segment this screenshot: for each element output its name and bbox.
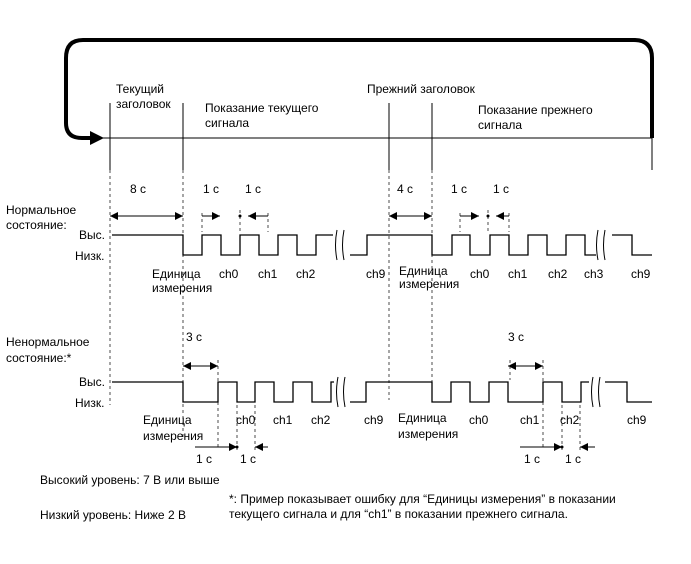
abnormal-state-label-1: Ненормальное	[6, 335, 90, 349]
abnormal-low-label: Низк.	[75, 396, 105, 410]
normal-low-label: Низк.	[75, 249, 105, 263]
current-reading-label-1: Показание текущего	[205, 101, 319, 115]
normal-unit-label-2: измерения	[152, 281, 213, 295]
normal-waveform	[112, 234, 652, 256]
abnormal-ch0-label: ch0	[236, 413, 256, 427]
normal-ch1-label: ch1	[258, 267, 278, 281]
abnormal-1s-label-c: 1 с	[524, 452, 541, 466]
normal-8s-label: 8 с	[130, 182, 147, 196]
abnormal-ch2-label: ch2	[311, 413, 331, 427]
cycle-loop-arrowhead	[90, 131, 104, 145]
abnormal-unit-label-1: Единица	[143, 413, 192, 427]
current-reading-label-2: сигнала	[205, 116, 250, 130]
abnormal-prev-ch9-label: ch9	[627, 413, 647, 427]
normal-unit-label-4: измерения	[399, 277, 460, 291]
break-marks	[335, 229, 606, 408]
abnormal-ch9-label: ch9	[364, 413, 384, 427]
normal-4s-label: 4 с	[397, 182, 414, 196]
normal-state-label-2: состояние:	[6, 218, 67, 232]
dimension-arrows	[110, 212, 595, 451]
abnormal-unit-label-4: измерения	[398, 427, 459, 441]
normal-prev-ch1-label: ch1	[508, 267, 528, 281]
abnormal-unit-label-3: Единица	[398, 411, 447, 425]
abnormal-1s-label-d: 1 с	[565, 452, 582, 466]
normal-prev-ch9-label: ch9	[631, 267, 651, 281]
normal-1s-label-b: 1 с	[245, 182, 262, 196]
normal-state-label-1: Нормальное	[6, 203, 77, 217]
abnormal-high-label: Выс.	[79, 375, 105, 389]
normal-prev-ch3-label: ch3	[584, 267, 604, 281]
abnormal-3s-label-b: 3 с	[508, 330, 525, 344]
high-level-legend: Высокий уровень: 7 В или выше	[40, 473, 220, 487]
normal-high-label: Выс.	[79, 228, 105, 242]
abnormal-prev-ch2-label: ch2	[560, 413, 580, 427]
normal-prev-ch2-label: ch2	[548, 267, 568, 281]
footnote: *: Пример показывает ошибку для “Единицы…	[229, 492, 616, 521]
normal-unit-label-3: Единица	[399, 264, 448, 278]
abnormal-ch1-label: ch1	[273, 413, 293, 427]
normal-1s-label-c: 1 с	[451, 182, 468, 196]
normal-1s-label-a: 1 с	[203, 182, 220, 196]
normal-prev-ch0-label: ch0	[470, 267, 490, 281]
guide-lines	[109, 170, 581, 450]
normal-ch9-label: ch9	[366, 267, 386, 281]
dimension-dots	[235, 214, 564, 449]
abnormal-state-label-2: состояние:*	[6, 351, 72, 365]
abnormal-prev-ch1-label: ch1	[520, 413, 540, 427]
abnormal-unit-label-2: измерения	[143, 429, 204, 443]
normal-1s-label-d: 1 с	[493, 182, 510, 196]
abnormal-3s-label-a: 3 с	[186, 330, 203, 344]
abnormal-prev-ch0-label: ch0	[469, 413, 489, 427]
normal-ch2-label: ch2	[296, 267, 316, 281]
previous-reading-label-2: сигнала	[478, 118, 523, 132]
boundary-lines	[109, 103, 653, 170]
current-header-label-2: заголовок	[116, 97, 171, 111]
cycle-loop-arrow	[64, 38, 654, 140]
current-header-label-1: Текущий	[116, 82, 164, 96]
abnormal-waveform	[112, 381, 652, 403]
low-level-legend: Низкий уровень: Ниже 2 В	[40, 508, 186, 522]
previous-header-label: Прежний заголовок	[367, 82, 475, 96]
abnormal-1s-label-a: 1 с	[196, 452, 213, 466]
normal-ch0-label: ch0	[219, 267, 239, 281]
abnormal-1s-label-b: 1 с	[240, 452, 257, 466]
normal-unit-label-1: Единица	[152, 267, 201, 281]
previous-reading-label-1: Показание прежнего	[478, 103, 593, 117]
